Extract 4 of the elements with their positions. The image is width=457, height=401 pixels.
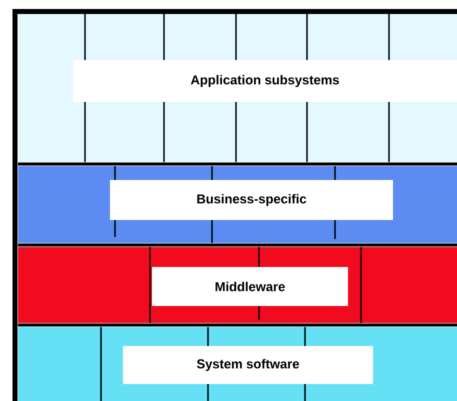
layer-band: Business-specific [18,166,457,243]
layer-band: Middleware [18,247,457,323]
layer-band: Application subsystems [18,14,457,162]
layer-band: System software [18,327,457,401]
